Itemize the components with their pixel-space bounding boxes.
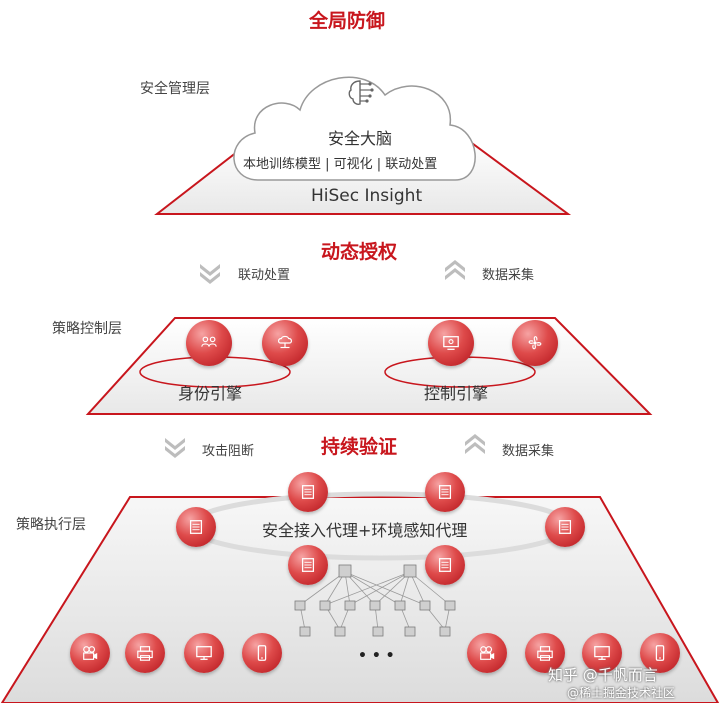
cloud-title: 安全大脑 (328, 129, 393, 148)
access-switch (419, 600, 431, 611)
device-node (640, 633, 680, 673)
agent-node (545, 507, 585, 547)
access-switch (294, 600, 306, 611)
identity-engine-label: 身份引擎 (178, 384, 243, 403)
edge-switch (439, 626, 451, 637)
flow-attack-block: 攻击阻断 (202, 444, 255, 459)
desktop-icon (196, 646, 212, 660)
cloud-shape (233, 76, 476, 181)
flow-linkage-dispose: 联动处置 (238, 268, 291, 283)
device-node (582, 633, 622, 673)
agent-node (425, 545, 465, 585)
cloud-subtitle: 本地训练模型 | 可视化 | 联动处置 (243, 157, 438, 172)
layer-label-management: 安全管理层 (140, 81, 210, 97)
device-node (467, 633, 507, 673)
device-node (125, 633, 165, 673)
flow-data-collect-top: 数据采集 (482, 268, 535, 283)
flow-data-collect-bottom: 数据采集 (502, 444, 555, 459)
server-icon (558, 520, 572, 534)
device-node (242, 633, 282, 673)
access-switch (369, 600, 381, 611)
phone-icon (257, 645, 267, 661)
monitor-settings-node (428, 320, 474, 366)
camera-icon (480, 646, 495, 660)
ellipsis: • • • (358, 648, 395, 664)
users-icon (201, 336, 217, 347)
server-icon (301, 558, 315, 572)
product-name: HiSec Insight (311, 186, 423, 206)
fan-node (512, 320, 558, 366)
edge-switch (299, 626, 311, 637)
monitor-settings-icon (443, 336, 459, 350)
agent-node (425, 472, 465, 512)
watermark-line2: @稀土掘金技术社区 (567, 686, 676, 700)
layer-label-policy-exec: 策略执行层 (16, 517, 86, 533)
device-node (70, 633, 110, 673)
server-icon (438, 558, 452, 572)
access-switch (319, 600, 331, 611)
edge-switch (372, 626, 384, 637)
access-switch (394, 600, 406, 611)
edge-switch (334, 626, 346, 637)
printer-icon (537, 646, 553, 661)
device-node (184, 633, 224, 673)
chevrons (165, 260, 485, 458)
camera-icon (83, 646, 98, 660)
edge-switch (404, 626, 416, 637)
title-global-defense: 全局防御 (309, 10, 386, 32)
phone-icon (655, 645, 665, 661)
desktop-icon (594, 646, 610, 660)
users-node (186, 320, 232, 366)
fan-icon (528, 336, 542, 350)
agent-label: 安全接入代理+环境感知代理 (262, 521, 468, 540)
access-switch (344, 600, 356, 611)
server-icon (301, 485, 315, 499)
cloud-network-node (262, 320, 308, 366)
printer-icon (137, 646, 153, 661)
server-icon (189, 520, 203, 534)
watermark-line1: 知乎 @千帆而言 (548, 666, 658, 684)
title-dynamic-auth: 动态授权 (321, 241, 398, 263)
network-topology (299, 571, 451, 631)
control-engine-label: 控制引擎 (424, 384, 489, 403)
device-node (525, 633, 565, 673)
agent-node (176, 507, 216, 547)
brain-icon (345, 78, 375, 108)
core-switch (338, 564, 352, 578)
layer-label-policy-control: 策略控制层 (52, 321, 122, 337)
cloud-network-icon (278, 335, 292, 349)
core-switch (403, 564, 417, 578)
agent-node (288, 472, 328, 512)
access-switch (444, 600, 456, 611)
control-plane (85, 317, 653, 415)
title-continuous-verify: 持续验证 (321, 436, 398, 458)
server-icon (438, 485, 452, 499)
agent-node (288, 545, 328, 585)
